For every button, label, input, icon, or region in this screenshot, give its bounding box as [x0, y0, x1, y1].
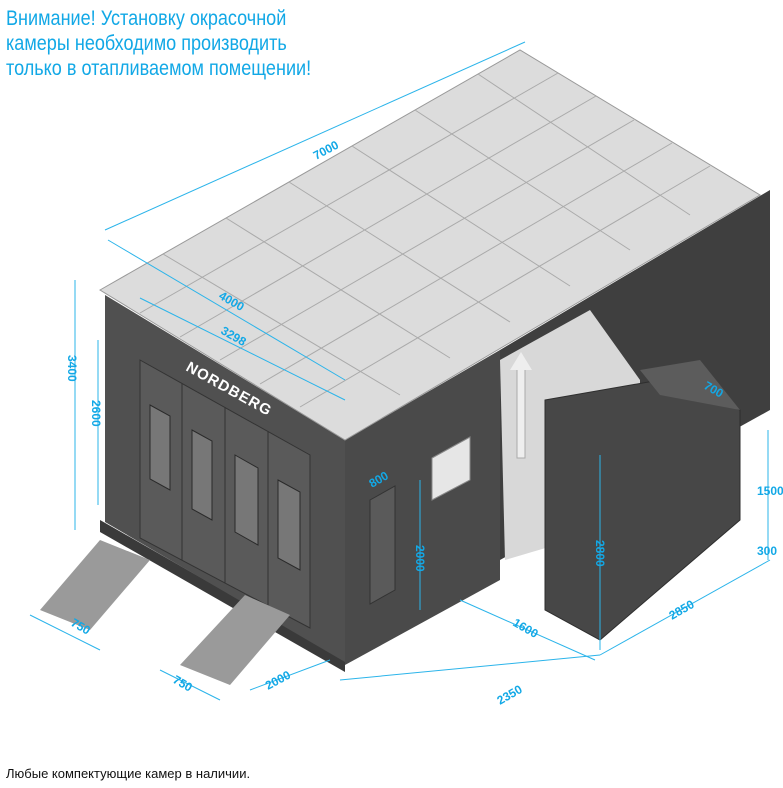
dim-1600: 1600: [511, 615, 541, 641]
dim-300: 300: [757, 544, 777, 558]
duct-top: [640, 360, 740, 410]
ramp-right: [180, 595, 290, 685]
warning-line: только в отапливаемом помещении!: [6, 57, 312, 80]
dim-1500: 1500: [757, 484, 783, 498]
warning-line: камеры необходимо производить: [6, 32, 287, 55]
dim-3400: 3400: [65, 355, 79, 382]
roof: [99, 49, 761, 441]
control-panel[interactable]: [431, 436, 471, 501]
installation-warning: Внимание! Установку окрасочной камеры не…: [6, 6, 419, 81]
dim-2000-door: 2000: [413, 545, 427, 572]
dim-2800: 2800: [593, 540, 607, 567]
dim-2000-ramps: 2000: [263, 668, 293, 693]
door-dividers: [181, 383, 269, 606]
arrow-up-icon: [510, 352, 532, 370]
dimension-lines: [29, 41, 771, 701]
exhaust-pipe: [516, 367, 526, 459]
door-grilles: [149, 404, 301, 571]
dim-2850: 2850: [667, 597, 697, 623]
dim-750-right: 750: [171, 672, 196, 694]
plinth-front: [100, 520, 345, 672]
air-unit: [544, 379, 741, 641]
roof-panels: [139, 72, 711, 408]
dim-2600: 2600: [89, 400, 103, 427]
dim-2350: 2350: [495, 682, 525, 708]
ramp-left: [40, 540, 150, 630]
caption: Любые компектующие камер в наличии.: [6, 766, 251, 781]
warning-line: Внимание! Установку окрасочной: [6, 7, 287, 30]
side-door[interactable]: [369, 485, 396, 605]
